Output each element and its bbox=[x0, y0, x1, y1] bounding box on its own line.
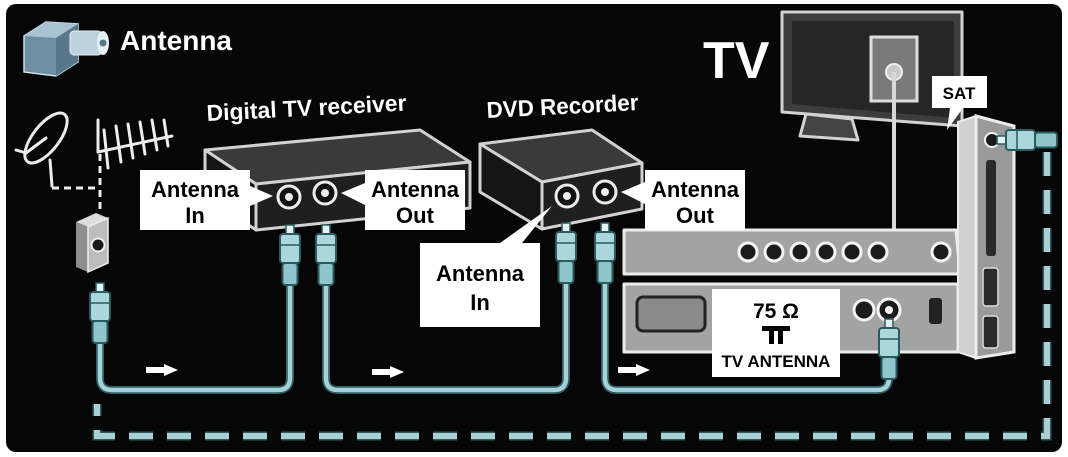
coax-plug-icon bbox=[878, 318, 900, 380]
callout-box bbox=[341, 170, 465, 230]
aerial-boom bbox=[96, 134, 174, 154]
callout-line: In bbox=[470, 290, 490, 315]
receiver-antenna-out-port bbox=[312, 180, 338, 206]
tv-side-panel bbox=[957, 114, 1016, 360]
antenna-heading: Antenna bbox=[120, 25, 232, 56]
callout-box bbox=[621, 170, 745, 230]
receiver-antenna-out-callout: Antenna Out bbox=[341, 170, 465, 230]
tv-antenna-text: TV ANTENNA bbox=[722, 352, 831, 371]
side-slot bbox=[982, 315, 999, 349]
arrow-right-icon bbox=[372, 366, 404, 378]
recorder-antenna-out-callout: Antenna Out bbox=[621, 170, 745, 230]
arrow-right-icon bbox=[146, 364, 178, 376]
antenna-source: Antenna bbox=[23, 21, 232, 77]
coax-plug-icon bbox=[89, 282, 111, 344]
panel-slot bbox=[929, 298, 942, 324]
socket-port bbox=[90, 237, 106, 253]
tv-antenna-label: 75 Ω TV ANTENNA bbox=[712, 289, 840, 377]
panel-port bbox=[841, 241, 863, 263]
panel-port bbox=[930, 241, 952, 263]
callout-line: Antenna bbox=[436, 261, 525, 286]
sat-callout: SAT bbox=[932, 76, 987, 130]
callout-line: Out bbox=[676, 203, 715, 228]
scart-slot bbox=[635, 295, 707, 333]
recorder-antenna-in-port bbox=[554, 183, 580, 209]
coax-plug-icon bbox=[279, 224, 301, 286]
recorder-antenna-out-port bbox=[592, 179, 618, 205]
satellite-dish-icon bbox=[14, 111, 69, 188]
antenna-symbol-bar bbox=[762, 326, 790, 331]
coax-plug-icon bbox=[315, 224, 337, 286]
arrow-shaft bbox=[146, 367, 166, 373]
tv-antenna-label-box bbox=[712, 289, 840, 377]
arrow-right-icon bbox=[618, 364, 650, 376]
panel-port bbox=[815, 241, 837, 263]
arrow-head bbox=[164, 364, 178, 376]
panel-port bbox=[852, 298, 876, 322]
cable-recorder-to-tv bbox=[601, 280, 893, 394]
callout-line: In bbox=[185, 203, 205, 228]
connector-top bbox=[24, 22, 78, 38]
antenna-symbol-icon bbox=[762, 326, 790, 344]
socket-top bbox=[76, 213, 108, 227]
recorder-side-face bbox=[478, 142, 544, 231]
callout-line: Antenna bbox=[371, 177, 460, 202]
dish-mount bbox=[48, 158, 54, 188]
side-slot bbox=[986, 160, 996, 256]
impedance-label: 75 Ω bbox=[753, 300, 799, 323]
coax-plug-icon bbox=[594, 222, 616, 284]
aerial-element bbox=[162, 118, 170, 148]
dvd-recorder: DVD Recorder bbox=[478, 89, 644, 231]
coax-plug-icon bbox=[555, 222, 577, 284]
callout-box bbox=[140, 170, 273, 230]
callout-line: Antenna bbox=[151, 177, 240, 202]
side-slot bbox=[982, 267, 999, 307]
cable-core bbox=[97, 283, 293, 393]
receiver-antenna-in-port bbox=[276, 184, 302, 210]
tv-back-panel-upper bbox=[622, 228, 962, 276]
dish-reflector bbox=[23, 111, 69, 165]
wall-socket-icon bbox=[76, 213, 109, 274]
callout-box bbox=[420, 206, 552, 327]
arrow-head bbox=[636, 364, 650, 376]
tv-antenna-port-pin bbox=[885, 306, 893, 314]
socket-side bbox=[76, 222, 88, 272]
sat-plug-icon bbox=[996, 129, 1058, 151]
antenna-feed-lines bbox=[52, 154, 102, 212]
connector-pin bbox=[99, 39, 107, 47]
aerial-element bbox=[102, 128, 110, 170]
side-panel-front bbox=[957, 114, 977, 360]
sat-callout-box bbox=[932, 76, 987, 130]
panel-port bbox=[867, 241, 889, 263]
cable-antenna-to-receiver bbox=[96, 282, 294, 394]
recorder-antenna-in-callout: Antenna In bbox=[420, 206, 552, 327]
arrow-shaft bbox=[372, 369, 392, 375]
cable-core bbox=[323, 281, 569, 393]
aerial-element bbox=[150, 118, 159, 152]
arrow-shaft bbox=[618, 367, 638, 373]
arrow-head bbox=[390, 366, 404, 378]
coax-connector-icon bbox=[23, 21, 109, 77]
cable-core bbox=[602, 281, 892, 393]
dish-feed bbox=[14, 148, 28, 155]
receiver-antenna-in-callout: Antenna In bbox=[140, 170, 273, 230]
sat-label: SAT bbox=[943, 84, 976, 103]
aerial-element bbox=[114, 124, 123, 164]
tv-stand bbox=[798, 112, 860, 142]
aerial-element bbox=[138, 120, 147, 156]
tv-icon: TV bbox=[703, 10, 964, 232]
tv-title: TV bbox=[703, 32, 770, 90]
terrestrial-antenna-icon bbox=[96, 118, 174, 170]
dish-arm bbox=[24, 136, 48, 155]
cable-receiver-to-recorder bbox=[322, 280, 570, 394]
panel-port bbox=[789, 241, 811, 263]
aerial-element bbox=[126, 122, 135, 160]
antenna-symbol-leg bbox=[778, 331, 783, 344]
callout-line: Out bbox=[396, 203, 435, 228]
antenna-symbol-leg bbox=[769, 331, 774, 344]
panel-port bbox=[737, 241, 759, 263]
callout-line: Antenna bbox=[651, 177, 740, 202]
panel-port bbox=[763, 241, 785, 263]
